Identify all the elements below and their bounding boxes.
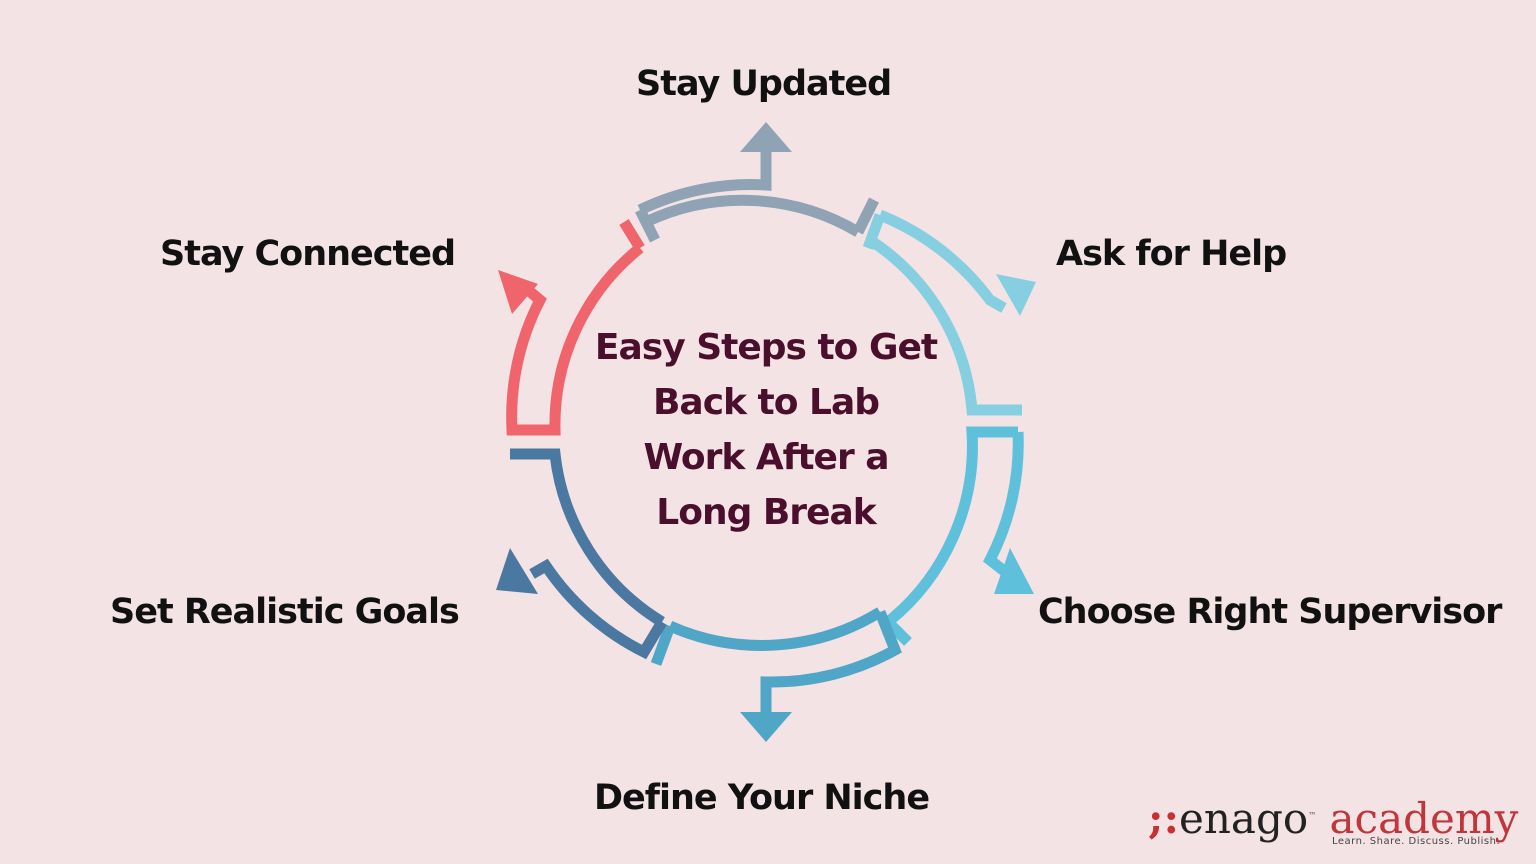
- title-line: Easy Steps to Get: [594, 327, 938, 368]
- arrow-up-left-icon: [498, 270, 538, 314]
- segment-stay-connected: [506, 219, 645, 436]
- segment-choose-supervisor: [884, 426, 1024, 646]
- diagram-title: Easy Steps to Get Back to Lab Work After…: [566, 320, 966, 540]
- step-label-stay-connected: Stay Connected: [160, 234, 456, 274]
- arrow-left-icon: [496, 548, 538, 594]
- arrow-down-icon: [740, 712, 792, 742]
- enago-academy-logo: ;:enago™ academy Learn. Share. Discuss. …: [1148, 794, 1528, 854]
- segment-set-goals: [510, 448, 667, 660]
- arrow-right-icon: [996, 274, 1036, 316]
- segment-define-niche: [650, 607, 902, 712]
- logo-tagline: Learn. Share. Discuss. Publish.: [1332, 836, 1501, 847]
- step-label-stay-updated: Stay Updated: [636, 64, 892, 104]
- title-line: Work After a: [643, 437, 889, 478]
- step-label-set-realistic-goals: Set Realistic Goals: [110, 592, 460, 632]
- logo-tm: ™: [1308, 811, 1317, 820]
- segment-stay-updated: [635, 150, 879, 243]
- title-line: Back to Lab: [652, 382, 880, 423]
- arrow-down-right-icon: [994, 548, 1034, 594]
- logo-sub: academy: [1329, 794, 1519, 843]
- arrow-up-icon: [740, 122, 792, 152]
- step-label-ask-for-help: Ask for Help: [1056, 234, 1287, 274]
- segment-ask-for-help: [862, 209, 1022, 416]
- logo-brand: enago: [1179, 794, 1309, 843]
- step-label-choose-right-supervisor: Choose Right Supervisor: [1038, 592, 1502, 632]
- title-line: Long Break: [656, 492, 876, 533]
- step-label-define-your-niche: Define Your Niche: [594, 778, 930, 818]
- logo-mark-icon: ;:: [1148, 794, 1180, 843]
